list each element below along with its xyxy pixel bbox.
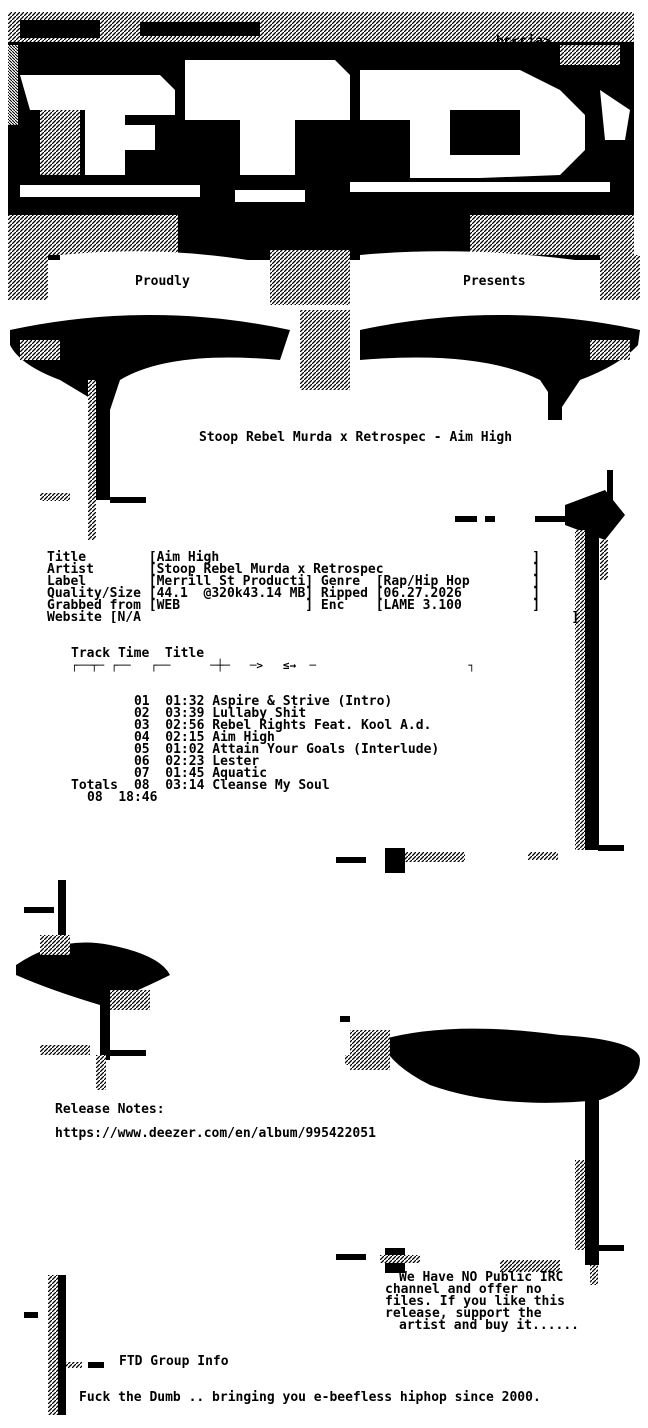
totals-count: 08: [87, 790, 103, 805]
irc-line: release, support the: [385, 1306, 542, 1321]
left-blob-art: [16, 880, 170, 1090]
track-time: 01:45: [165, 766, 205, 781]
release-title: Stoop Rebel Murda x Retrospec - Aim High: [199, 430, 513, 445]
track-number: 02: [133, 706, 150, 721]
track-title: Aim High: [212, 730, 275, 745]
irc-line: files. If you like this: [385, 1294, 566, 1309]
irc-line: artist and buy it......: [399, 1318, 580, 1333]
proudly-text: Proudly: [135, 274, 190, 289]
track-row: 04 02:15 Aim High: [87, 720, 275, 756]
track-time: 01:02: [165, 742, 205, 757]
right-frame-upper: [336, 470, 625, 873]
track-number: 08: [133, 778, 150, 793]
track-number: 05: [133, 742, 150, 757]
info-quality-row: Quality/Size [44.1 @320k43.14 MB] Ripped…: [47, 586, 541, 601]
track-row: 05 01:02 Attain Your Goals (Interlude): [87, 732, 439, 768]
track-row: 08 03:14 Cleanse My Soul: [87, 768, 330, 804]
track-title: Lester: [212, 754, 260, 769]
info-website-row: Website [N/A ]: [47, 610, 580, 625]
track-row: 06 02:23 Lester: [87, 744, 259, 780]
info-grabbed-row: Grabbed from [WEB ] Enc [LAME 3.100 ]: [47, 598, 541, 613]
track-row: 03 02:56 Rebel Rights Feat. Kool A.d.: [87, 708, 431, 744]
track-title: Aquatic: [212, 766, 268, 781]
track-title: Attain Your Goals (Interlude): [212, 742, 440, 757]
tracklist-header: Track Time Title: [71, 646, 205, 661]
credit-text: bc<cia>: [496, 34, 551, 49]
track-number: 04: [133, 730, 150, 745]
irc-line: channel and offer no: [385, 1282, 542, 1297]
track-number: 06: [133, 754, 150, 769]
track-time: 03:39: [165, 706, 205, 721]
eyes-art: [8, 250, 640, 540]
right-blob-art: [336, 1016, 640, 1285]
track-time: 02:56: [165, 718, 205, 733]
track-number: 07: [133, 766, 150, 781]
release-notes-label: Release Notes:: [55, 1102, 165, 1117]
release-notes-url[interactable]: https://www.deezer.com/en/album/99542205…: [55, 1126, 376, 1141]
track-number: 03: [133, 718, 150, 733]
info-artist-row: Artist [Stoop Rebel Murda x Retrospec ]: [47, 562, 541, 577]
track-time: 02:23: [165, 754, 205, 769]
track-row: 07 01:45 Aquatic: [87, 756, 267, 792]
track-title: Rebel Rights Feat. Kool A.d.: [212, 718, 432, 733]
totals-label: Totals: [71, 778, 118, 793]
footer-tagline: Fuck the Dumb .. bringing you e-beefless…: [79, 1390, 541, 1405]
left-frame-lower: [24, 1275, 104, 1415]
track-time: 01:32: [165, 694, 205, 709]
totals-row: 08 18:46: [87, 790, 158, 805]
tracklist-rule: ┌──┬─ ┌── ┌── ─┼─ ─> ≤→ ─ ┐: [71, 659, 475, 672]
totals-time: 18:46: [118, 790, 158, 805]
track-row: 01 01:32 Aspire & Strive (Intro): [87, 684, 392, 720]
track-title: Cleanse My Soul: [212, 778, 330, 793]
irc-line: We Have NO Public IRC: [399, 1270, 564, 1285]
info-label-row: Label [Merrill St Producti] Genre [Rap/H…: [47, 574, 541, 589]
track-row: 02 03:39 Lullaby Shit: [87, 696, 306, 732]
group-info-heading: FTD Group Info: [119, 1354, 229, 1369]
track-number: 01: [133, 694, 150, 709]
info-title-row: Title [Aim High ]: [47, 550, 541, 565]
presents-text: Presents: [463, 274, 526, 289]
track-time: 02:15: [165, 730, 205, 745]
track-title: Aspire & Strive (Intro): [212, 694, 393, 709]
track-time: 03:14: [165, 778, 205, 793]
track-title: Lullaby Shit: [212, 706, 307, 721]
ftd-logo-art: [8, 12, 634, 260]
